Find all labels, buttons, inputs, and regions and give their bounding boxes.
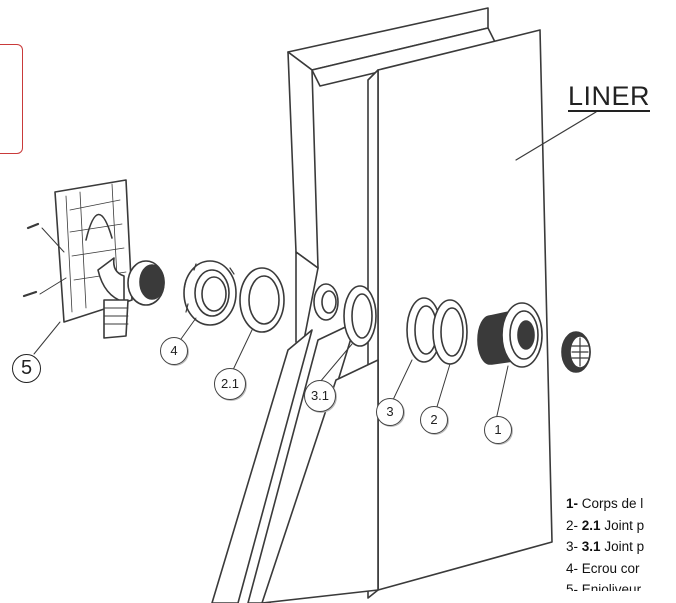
legend-row-4-num: 4- — [566, 560, 579, 576]
legend-row-2: 2- 2.1 Joint p — [566, 515, 644, 537]
legend-row-1-text: Corps de l — [581, 496, 644, 511]
legend-row-2-text: Joint p — [604, 517, 645, 533]
parts-legend: 1- Corps de l 2- 2.1 Joint p 3- 3.1 Join… — [566, 493, 644, 591]
legend-row-3-bold: 3.1 — [581, 539, 601, 554]
legend-row-1: 1- Corps de l — [566, 493, 644, 515]
marker-2: 2 — [420, 406, 448, 434]
liner-label: LINER — [568, 81, 651, 112]
liner-leader-line — [515, 111, 597, 161]
marker-4: 4 — [160, 337, 188, 365]
liner-panel — [261, 29, 553, 603]
legend-row-2-num: 2- — [566, 517, 579, 533]
part-1-nozzle-body — [477, 302, 543, 368]
legend-row-4: 4- Ecrou cor — [566, 558, 644, 580]
pool-wall — [287, 7, 497, 351]
legend-row-5-text: Enjoliveur — [581, 582, 642, 591]
part-2-1-gasket — [239, 267, 285, 333]
legend-row-3-text: Joint p — [604, 539, 645, 554]
marker-5: 5 — [12, 354, 41, 383]
legend-row-3-num: 3- — [566, 539, 579, 554]
legend-row-2-bold: 2.1 — [581, 517, 601, 533]
marker-leaders — [33, 317, 509, 421]
marker-1: 1 — [484, 416, 512, 444]
legend-row-5: 5- Enjoliveur — [566, 579, 644, 591]
part-5-faceplate — [22, 179, 165, 339]
legend-row-5-num: 5- — [566, 582, 579, 591]
part-2-gasket — [432, 299, 468, 365]
part-3-1-gasket — [343, 285, 377, 347]
part-grille-cap — [561, 331, 591, 373]
legend-row-1-num: 1- — [566, 496, 579, 511]
wall-pipe-stub — [313, 283, 339, 321]
callout-box: / — [0, 44, 23, 154]
marker-3: 3 — [376, 398, 404, 426]
legend-row-4-text: Ecrou cor — [581, 560, 640, 576]
marker-3-1: 3.1 — [304, 380, 336, 412]
legend-row-3: 3- 3.1 Joint p — [566, 536, 644, 558]
part-4-nut — [183, 260, 237, 326]
marker-2-1: 2.1 — [214, 368, 246, 400]
